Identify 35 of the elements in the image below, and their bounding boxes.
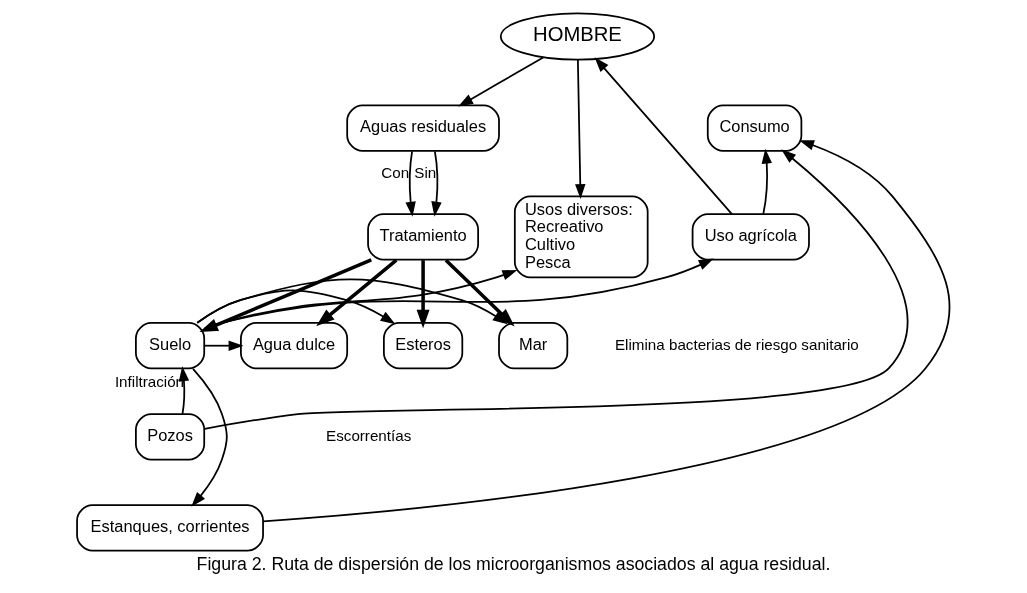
arrow [203,258,714,330]
label: Elimina bacterias de riesgo sanitario [615,335,859,353]
arrow [594,57,733,215]
arrow [178,366,190,415]
arrow [199,258,372,333]
arrow [458,56,545,107]
arrow [575,59,586,200]
arrow [405,150,416,217]
arrow [431,150,442,217]
arrow [203,340,244,351]
arrow [761,148,772,215]
node-box: Esteros [383,322,464,370]
caption: Figura 2. Ruta de dispersión de los microorganismos asociados al agua residual. [196,553,831,574]
arrow [203,149,909,430]
edge-label: Sin [414,164,437,182]
arrow [444,258,515,327]
node-box: Aguas residuales [346,104,500,152]
arrow [416,260,430,329]
arrow [262,140,951,523]
node-box: Estanques, corrientes [76,504,264,552]
node-box: Tratamiento [367,213,479,261]
node-box: Mar [498,322,569,370]
node-box: Usos diversos: Recreativo Cultivo Pesca [513,195,649,279]
edge-label: Infiltración [114,373,185,391]
arrow [316,258,398,327]
node-box: Consumo [706,104,803,152]
node-box: Suelo [135,322,206,370]
node-ellipse: HOMBRE [499,12,656,61]
node-box: Agua dulce [240,322,349,370]
label: Escorrentías [326,426,412,444]
node-box: Uso agrícola [691,213,810,261]
arrow [196,278,508,325]
arrow [191,368,228,507]
edge-label: Con [381,164,410,182]
node-box: Pozos [135,413,206,461]
